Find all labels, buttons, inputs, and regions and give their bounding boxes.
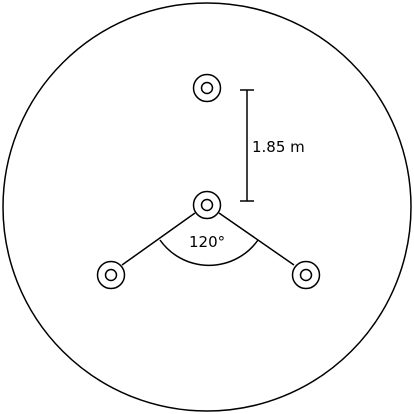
center-element-icon <box>192 190 222 220</box>
right-arm-line <box>218 212 295 266</box>
distance-label: 1.85 m <box>252 138 305 156</box>
left-arm-line <box>121 212 196 266</box>
top-element-icon <box>192 73 222 103</box>
angle-arc <box>159 239 259 267</box>
right-element-icon <box>291 260 321 290</box>
angle-label: 120° <box>189 233 225 251</box>
left-element-icon <box>96 260 126 290</box>
